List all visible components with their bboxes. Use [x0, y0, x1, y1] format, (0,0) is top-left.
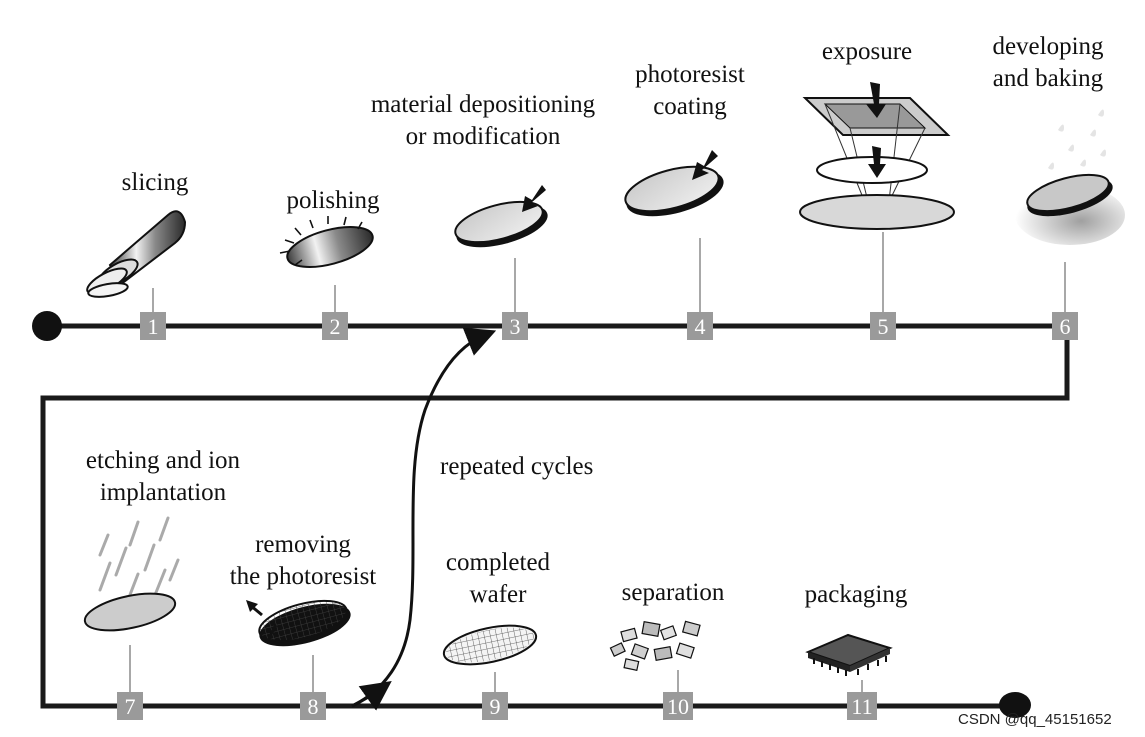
start-dot [32, 311, 62, 341]
step-number-11: 11 [851, 694, 872, 719]
step-label-line: material depositioning [371, 91, 596, 118]
step-label-5: exposure [822, 38, 912, 65]
step-number-6: 6 [1060, 314, 1071, 339]
step-number-box-1 [140, 312, 166, 340]
process-path [32, 311, 1070, 718]
step-label-line: developing [992, 33, 1104, 60]
packaged-chip-icon [805, 633, 893, 676]
step-number-4: 4 [695, 314, 706, 339]
step-label-line: or modification [406, 123, 561, 150]
step-marker-1: 1 [140, 288, 166, 340]
step-number-box-8 [300, 692, 326, 720]
ingot-slicing-icon [86, 210, 187, 298]
resist-removal-wafer-icon [246, 599, 351, 647]
step-label-line: polishing [286, 187, 380, 214]
step-number-box-9 [482, 692, 508, 720]
step-label-line: slicing [122, 169, 189, 196]
step-number-box-11 [847, 692, 877, 720]
step-label-11: packaging [805, 581, 908, 608]
step-marker-9: 9 [482, 672, 508, 720]
step-number-10: 10 [667, 694, 689, 719]
step-number-box-3 [502, 312, 528, 340]
step-marker-2: 2 [322, 285, 348, 340]
step-label-2: polishing [286, 187, 380, 214]
deposition-wafer-icon [454, 185, 548, 248]
step-label-9: completed wafer [446, 549, 551, 608]
step-label-line: coating [653, 93, 727, 120]
step-label-line: implantation [100, 479, 227, 506]
step-marker-11: 11 [847, 680, 877, 720]
photoresist-wafer-icon [624, 150, 724, 217]
step-label-4: photoresist coating [635, 61, 745, 120]
step-number-5: 5 [878, 314, 889, 339]
step-label-line: packaging [805, 581, 908, 608]
step-label-line: and baking [993, 65, 1104, 92]
step-markers: 1 2 3 4 5 6 7 8 9 10 11 [117, 232, 1078, 720]
separated-dies-icon [609, 620, 701, 672]
step-label-7: etching and ion implantation [86, 447, 241, 506]
step-number-2: 2 [330, 314, 341, 339]
completed-wafer-icon [442, 624, 538, 666]
step-number-7: 7 [125, 694, 136, 719]
step-label-3: material depositioning or modification [371, 91, 596, 150]
step-label-line: removing [255, 531, 351, 558]
step-number-8: 8 [308, 694, 319, 719]
step-number-box-2 [322, 312, 348, 340]
step-marker-3: 3 [502, 258, 528, 340]
step-number-box-10 [663, 692, 693, 720]
step-labels: slicing polishing material depositioning or… [86, 33, 1104, 608]
step-marker-10: 10 [663, 670, 693, 720]
step-number-9: 9 [490, 694, 501, 719]
repeated-cycles-loop: repeated cycles [351, 327, 593, 711]
step-marker-5: 5 [870, 232, 896, 340]
end-dot [999, 692, 1031, 718]
step-label-line: completed [446, 549, 551, 576]
step-label-1: slicing [122, 169, 189, 196]
step-marker-4: 4 [687, 238, 713, 340]
step-number-box-5 [870, 312, 896, 340]
etching-wafer-icon [83, 516, 180, 632]
step-label-10: separation [622, 579, 725, 606]
step-label-line: wafer [470, 581, 528, 608]
exposure-mask-icon [799, 82, 955, 230]
step-number-3: 3 [510, 314, 521, 339]
step-number-box-7 [117, 692, 143, 720]
step-label-line: exposure [822, 38, 912, 65]
step-label-6: developing and baking [992, 33, 1104, 92]
repeated-cycles-label: repeated cycles [440, 453, 593, 480]
developing-wafer-icon [1015, 109, 1125, 245]
watermark: CSDN @qq_45151652 [958, 711, 1112, 728]
step-label-line: photoresist [635, 61, 745, 88]
polished-wafer-icon [279, 216, 374, 268]
step-label-line: etching and ion [86, 447, 241, 474]
step-marker-6: 6 [1052, 262, 1078, 340]
step-label-line: separation [622, 579, 725, 606]
step-number-1: 1 [148, 314, 159, 339]
step-number-box-6 [1052, 312, 1078, 340]
step-label-8: removing the photoresist [230, 531, 377, 590]
step-marker-7: 7 [117, 645, 143, 720]
step-label-line: the photoresist [230, 563, 377, 590]
step-marker-8: 8 [300, 655, 326, 720]
step-number-box-4 [687, 312, 713, 340]
